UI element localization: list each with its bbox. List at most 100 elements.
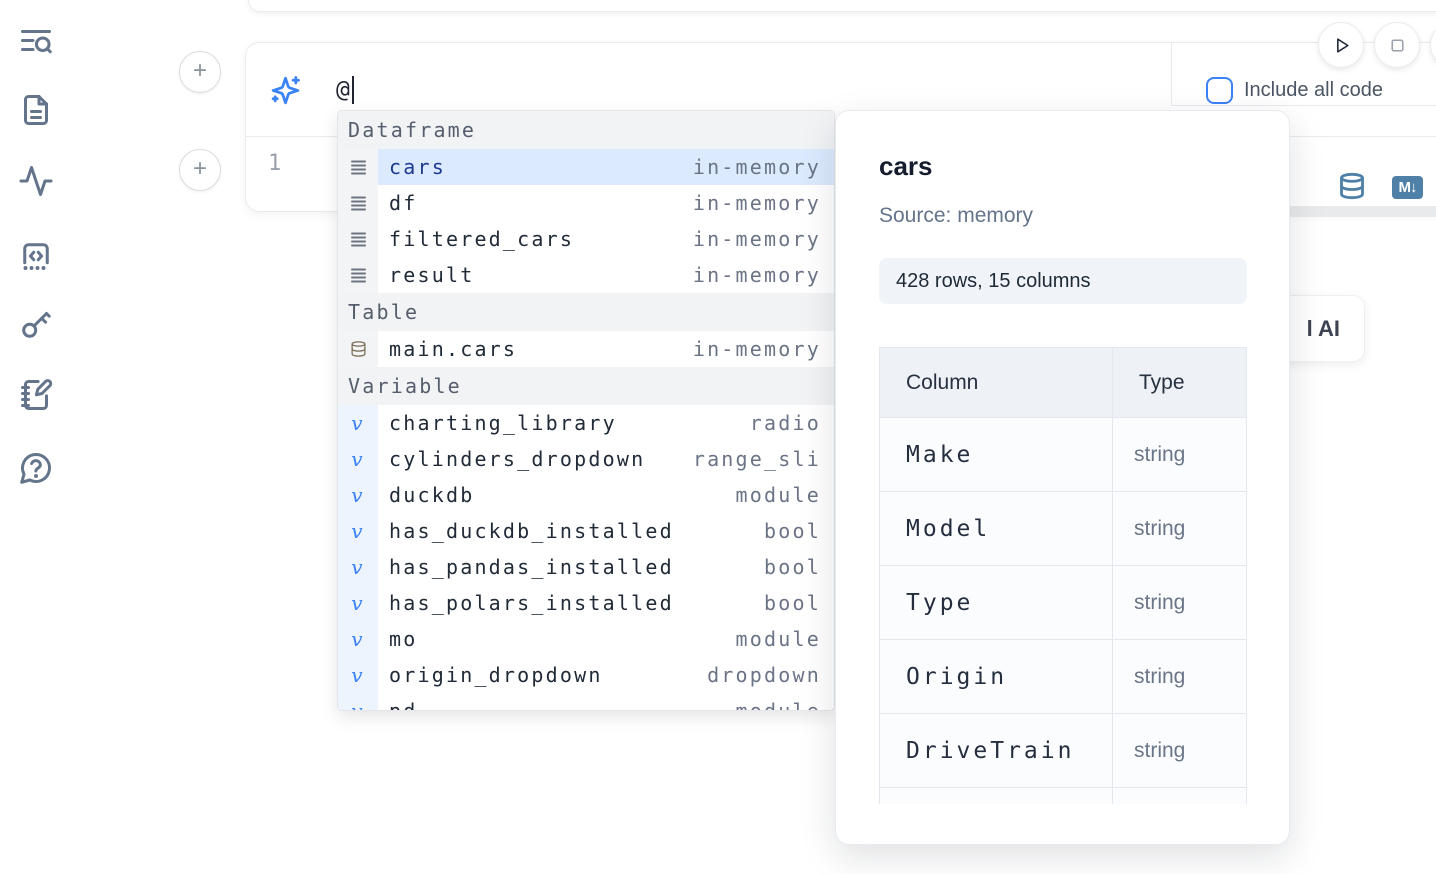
preview-shape-badge: 428 rows, 15 columns: [879, 258, 1247, 304]
stop-button[interactable]: [1374, 22, 1420, 68]
file-icon[interactable]: [18, 92, 54, 128]
text-cursor: [351, 76, 354, 104]
autocomplete-item-cars[interactable]: cars in-memory: [338, 149, 834, 185]
item-type: in-memory: [692, 263, 821, 287]
item-name: charting_library: [389, 411, 617, 435]
item-name: main.cars: [389, 337, 518, 361]
item-name: has_duckdb_installed: [389, 519, 674, 543]
schema-header-type: Type: [1112, 347, 1247, 418]
item-type: dropdown: [707, 663, 821, 687]
ai-action-label: l AI: [1306, 315, 1340, 341]
variable-icon: v: [338, 693, 378, 710]
schema-column-name: [879, 787, 1113, 804]
preview-source: Source: memory: [879, 204, 1034, 227]
autocomplete-section-header: Dataframe: [338, 111, 834, 149]
autocomplete-item-filtered_cars[interactable]: filtered_cars in-memory: [338, 221, 834, 257]
autocomplete-item-has_duckdb_installed[interactable]: v has_duckdb_installed bool: [338, 513, 834, 549]
schema-column-name: Model: [879, 491, 1113, 566]
item-type: in-memory: [692, 337, 821, 361]
item-name: cylinders_dropdown: [389, 447, 646, 471]
markdown-download-icon[interactable]: M↓: [1392, 176, 1423, 199]
database-icon: [338, 331, 378, 367]
item-type: module: [735, 627, 821, 651]
schema-column-type: string: [1112, 417, 1247, 492]
item-name: origin_dropdown: [389, 663, 603, 687]
snippets-code-icon[interactable]: [18, 238, 54, 274]
variable-icon: v: [338, 549, 378, 585]
item-name: has_pandas_installed: [389, 555, 674, 579]
rows-icon: [338, 257, 378, 293]
variable-icon: v: [338, 405, 378, 441]
schema-header-column: Column: [879, 347, 1113, 418]
item-type: bool: [764, 519, 821, 543]
schema-row: [879, 787, 1247, 804]
scratchpad-notebook-icon[interactable]: [18, 377, 54, 413]
sparkles-ai-icon: [269, 74, 302, 107]
toc-search-icon[interactable]: [18, 24, 54, 60]
item-name: cars: [389, 155, 446, 179]
autocomplete-item-cylinders_dropdown[interactable]: v cylinders_dropdown range_sli: [338, 441, 834, 477]
schema-column-type: string: [1112, 565, 1247, 640]
autocomplete-item-main.cars[interactable]: main.cars in-memory: [338, 331, 834, 367]
rows-icon: [338, 149, 378, 185]
cell-footer-band: [1290, 206, 1436, 217]
dataframe-preview-popup: cars Source: memory 428 rows, 15 columns…: [835, 110, 1290, 845]
item-name: pd: [389, 699, 418, 711]
schema-column-name: DriveTrain: [879, 713, 1113, 788]
include-all-code-label: Include all code: [1244, 79, 1383, 101]
run-cell-button[interactable]: [1318, 22, 1364, 68]
database-icon[interactable]: [1338, 171, 1366, 201]
activity-icon[interactable]: [18, 163, 54, 199]
variable-icon: v: [338, 621, 378, 657]
add-cell-below-button[interactable]: +: [179, 149, 221, 191]
variable-icon: v: [338, 477, 378, 513]
stop-icon: [1390, 38, 1404, 52]
schema-column-name: Type: [879, 565, 1113, 640]
variable-icon: v: [338, 585, 378, 621]
autocomplete-item-result[interactable]: result in-memory: [338, 257, 834, 293]
key-icon[interactable]: [18, 306, 54, 342]
item-name: filtered_cars: [389, 227, 575, 251]
add-cell-above-button[interactable]: +: [179, 51, 221, 93]
schema-column-type: string: [1112, 491, 1247, 566]
item-type: range_sli: [692, 447, 821, 471]
rows-icon: [338, 221, 378, 257]
item-type: module: [735, 483, 821, 507]
preview-title: cars: [879, 151, 933, 181]
item-name: duckdb: [389, 483, 475, 507]
schema-column-name: Origin: [879, 639, 1113, 714]
help-chat-icon[interactable]: [18, 450, 54, 486]
include-all-code-checkbox[interactable]: [1206, 77, 1233, 104]
schema-column-name: Make: [879, 417, 1113, 492]
schema-column-type: string: [1112, 639, 1247, 714]
cell-vertical-divider: [1171, 43, 1172, 105]
item-type: in-memory: [692, 155, 821, 179]
item-type: in-memory: [692, 227, 821, 251]
item-name: df: [389, 191, 418, 215]
variable-icon: v: [338, 441, 378, 477]
item-name: result: [389, 263, 475, 287]
ai-prompt-input[interactable]: @: [336, 73, 354, 107]
variable-icon: v: [338, 657, 378, 693]
autocomplete-item-origin_dropdown[interactable]: v origin_dropdown dropdown: [338, 657, 834, 693]
item-name: mo: [389, 627, 418, 651]
variable-icon: v: [338, 513, 378, 549]
rows-icon: [338, 185, 378, 221]
autocomplete-section-header: Variable: [338, 367, 834, 405]
line-number: 1: [268, 151, 282, 176]
